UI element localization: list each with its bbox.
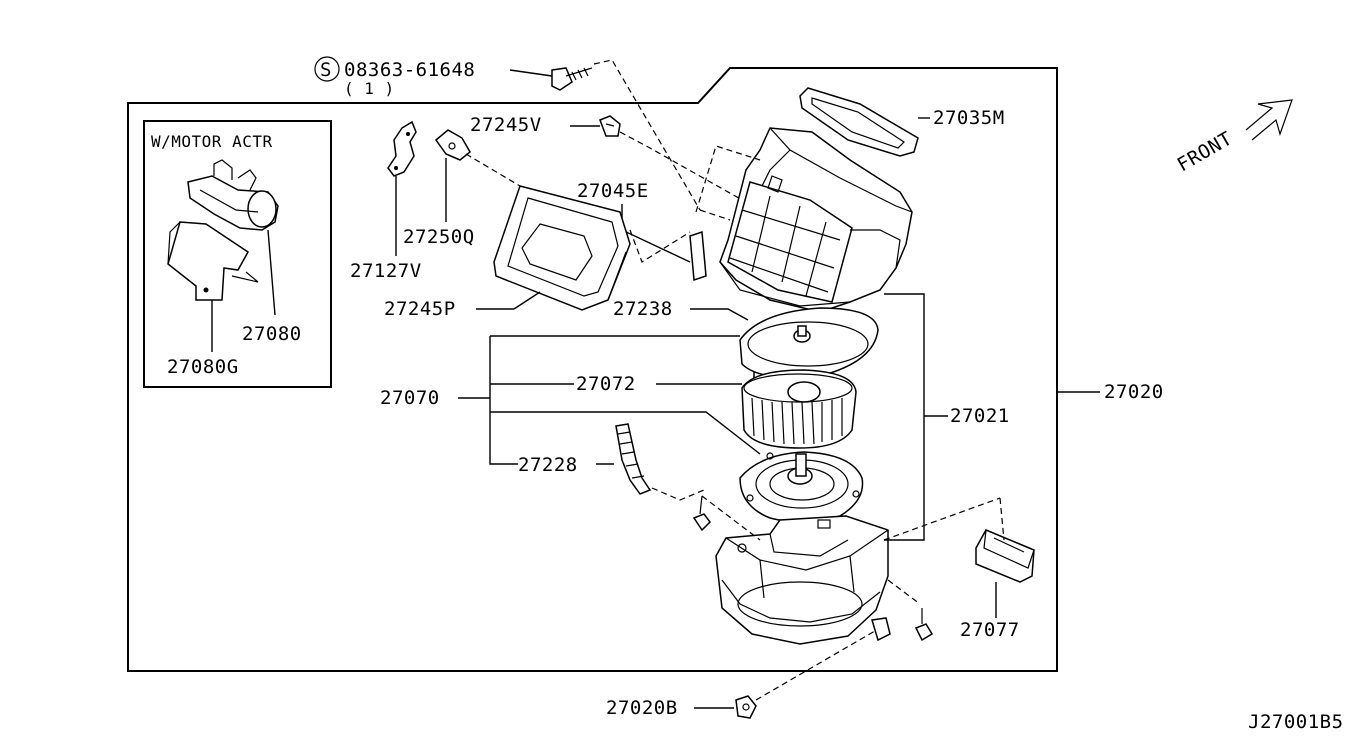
seal-27045E [689, 230, 707, 282]
front-label: FRONT [1174, 127, 1237, 176]
label-27020B: 27020B [606, 697, 678, 719]
screw-small-right [914, 608, 934, 642]
screw-symbol-letter: S [320, 59, 332, 81]
bracket-27080G [167, 221, 259, 301]
label-27127V: 27127V [350, 260, 422, 282]
plate-27238 [739, 307, 879, 379]
assembly-frame [127, 67, 1058, 672]
label-27080: 27080 [242, 323, 302, 345]
bracket-27127V [387, 120, 417, 177]
motor-plate [739, 451, 864, 523]
label-27072: 27072 [576, 373, 636, 395]
label-27077: 27077 [960, 619, 1020, 641]
diagram-code: J27001B5 [1248, 711, 1344, 733]
label-27045E: 27045E [577, 180, 649, 202]
housing-bolt-boss [871, 617, 891, 642]
clip-27245V [599, 115, 621, 137]
front-arrow-icon [1245, 99, 1293, 141]
link-27250Q [434, 129, 471, 161]
label-screw-number: 08363-61648 [344, 59, 475, 81]
label-27245P: 27245P [384, 298, 456, 320]
resistor-27077 [975, 529, 1035, 583]
nut-27020B [735, 695, 757, 719]
motor-actuator-27080 [187, 159, 279, 231]
label-27238: 27238 [613, 298, 673, 320]
inset-title: W/MOTOR ACTR [151, 132, 273, 151]
screw-08363-61648 [551, 67, 593, 91]
filter-cover-27245P [493, 185, 631, 311]
label-27020: 27020 [1104, 381, 1164, 403]
motor-actuator-inset-frame [143, 120, 332, 388]
fan-27072 [741, 369, 857, 449]
label-27245V: 27245V [470, 114, 542, 136]
gasket-27035M [799, 87, 919, 157]
screw-symbol: S [314, 56, 340, 82]
label-27035M: 27035M [933, 107, 1005, 129]
lower-housing [715, 515, 889, 645]
harness-27228 [615, 423, 652, 495]
label-27228: 27228 [518, 454, 578, 476]
label-screw-qty: ( 1 ) [344, 79, 395, 98]
label-27250Q: 27250Q [403, 226, 475, 248]
screw-small-upper [692, 495, 711, 532]
label-27021: 27021 [950, 405, 1010, 427]
label-27080G: 27080G [167, 356, 239, 378]
label-27070: 27070 [380, 387, 440, 409]
